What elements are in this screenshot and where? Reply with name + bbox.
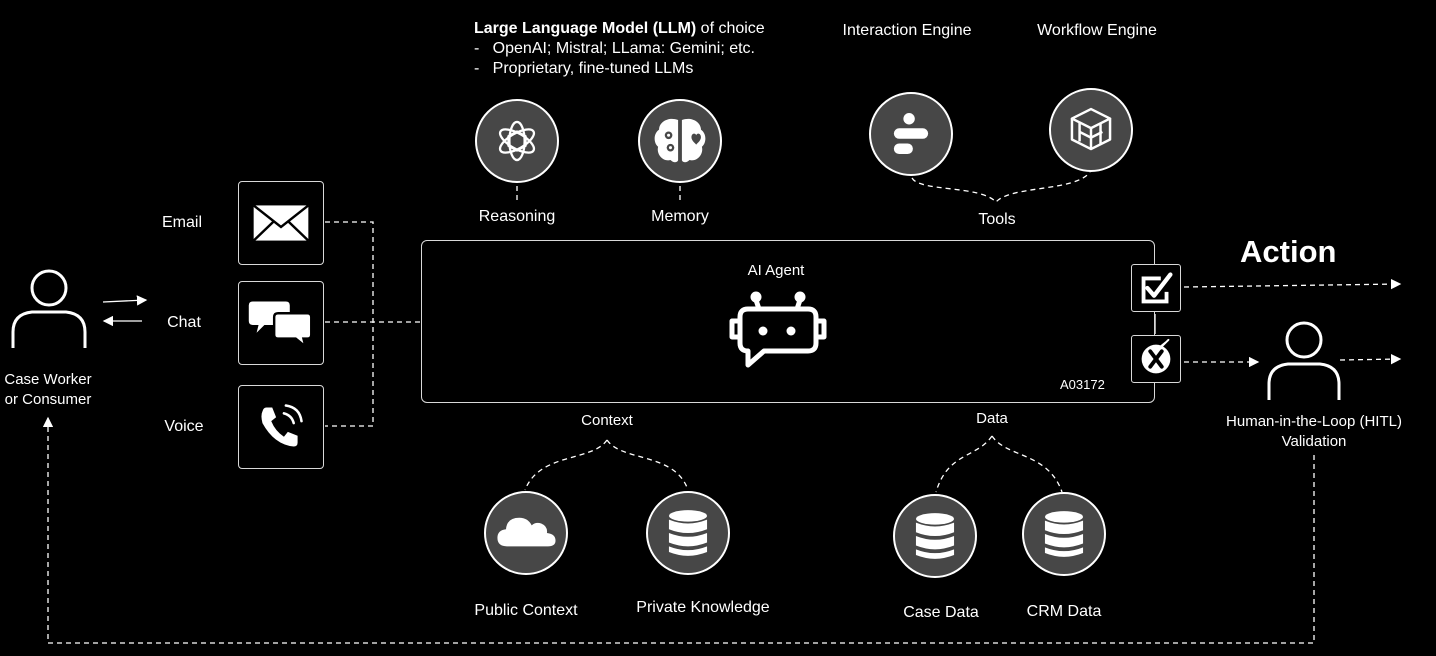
llm-description: Large Language Model (LLM) of choice - O…: [474, 20, 765, 78]
llm-item: - OpenAI; Mistral; LLama: Gemini; etc.: [474, 40, 755, 57]
public-context-label: Public Context: [474, 602, 578, 619]
memory-node: [638, 99, 722, 183]
llm-item-text: OpenAI; Mistral; LLama: Gemini; etc.: [492, 40, 755, 57]
chat-icon: [248, 301, 313, 350]
private-knowledge-label: Private Knowledge: [636, 599, 770, 616]
workflow-engine-icon: [1070, 107, 1112, 151]
hitl-label: Human-in-the-Loop (HITL) Validation: [1226, 412, 1402, 452]
llm-title: Large Language Model (LLM) of choice: [474, 20, 765, 38]
workflow-engine-label: Workflow Engine: [1037, 22, 1157, 39]
case-data-label: Case Data: [903, 604, 979, 621]
llm-title-bold: Large Language Model (LLM): [474, 20, 697, 37]
email-channel[interactable]: [238, 181, 324, 265]
llm-title-rest: of choice: [696, 20, 765, 37]
user-label-line1: Case Worker: [4, 371, 92, 388]
llm-item: - Proprietary, fine-tuned LLMs: [474, 60, 694, 77]
action-heading: Action: [1240, 234, 1337, 269]
voice-channel[interactable]: [238, 385, 324, 469]
workflow-engine-node: [1049, 88, 1133, 172]
reasoning-label: Reasoning: [478, 208, 556, 225]
public-context-node: [484, 491, 568, 575]
user-label-line2: or Consumer: [4, 391, 92, 408]
context-label: Context: [581, 412, 633, 429]
check-icon: [1141, 272, 1173, 304]
crm-data-label: CRM Data: [1026, 603, 1102, 620]
person-icon: [1267, 321, 1341, 400]
ai-agent-title: AI Agent: [747, 262, 805, 279]
interaction-engine-node: [869, 92, 953, 176]
memory-label: Memory: [651, 208, 709, 225]
brain-icon: [654, 118, 706, 163]
llm-item-text: Proprietary, fine-tuned LLMs: [492, 60, 694, 77]
case-data-node: [893, 494, 977, 578]
reasoning-node: [475, 99, 559, 183]
reject-action[interactable]: [1131, 335, 1181, 383]
person-icon: [11, 269, 87, 348]
robot-icon: [729, 291, 827, 368]
database-icon: [915, 513, 955, 559]
voice-label: Voice: [164, 418, 204, 435]
private-knowledge-node: [646, 491, 730, 575]
email-label: Email: [161, 214, 203, 231]
reject-icon: [1141, 338, 1171, 374]
cloud-icon: [497, 517, 556, 547]
openai-icon: [498, 120, 536, 162]
phone-icon: [261, 404, 303, 447]
email-icon: [252, 204, 310, 242]
data-label: Data: [976, 410, 1008, 427]
database-icon: [1044, 511, 1084, 557]
user-label: Case Worker or Consumer: [4, 370, 91, 410]
hitl-label-line1: Human-in-the-Loop (HITL): [1226, 413, 1402, 430]
tools-label: Tools: [978, 211, 1016, 228]
approve-action[interactable]: [1131, 264, 1181, 312]
chat-channel[interactable]: [238, 281, 324, 365]
database-icon: [668, 510, 708, 556]
ai-agent-panel: AI Agent A03172: [421, 240, 1155, 403]
hitl-label-line2: Validation: [1281, 433, 1347, 450]
agent-code: A03172: [1060, 377, 1105, 392]
chat-label: Chat: [167, 314, 201, 331]
interaction-engine-label: Interaction Engine: [842, 22, 972, 39]
interaction-engine-icon: [893, 113, 929, 154]
crm-data-node: [1022, 492, 1106, 576]
